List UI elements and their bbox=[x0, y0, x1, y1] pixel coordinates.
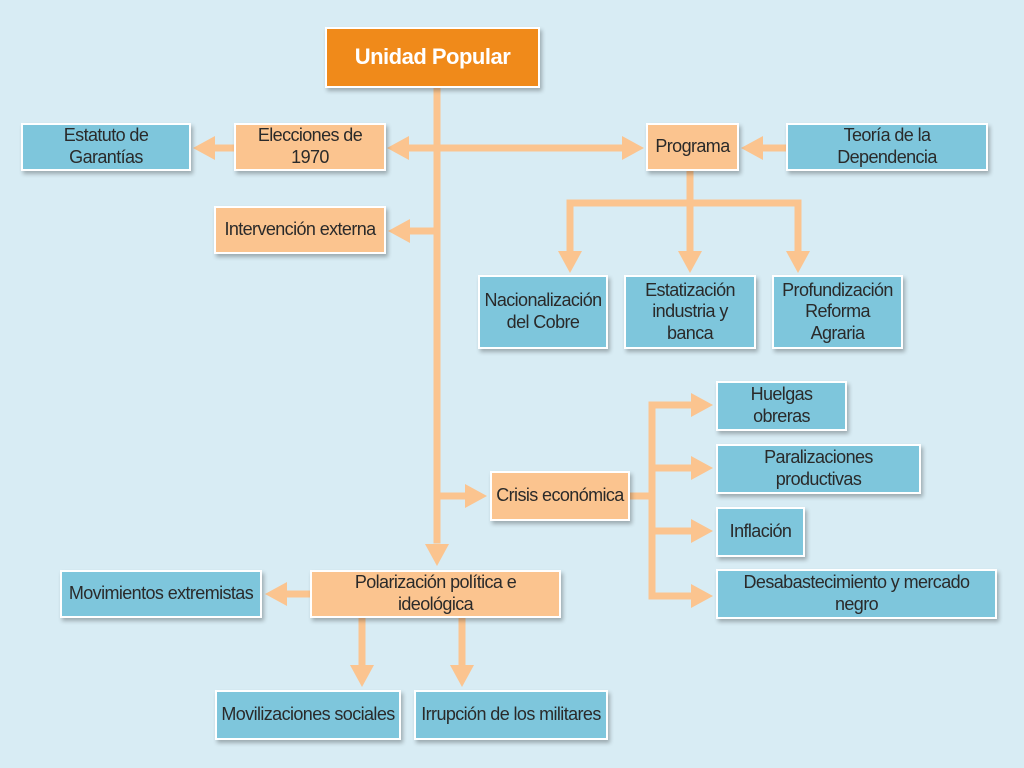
node-desabastecimiento: Desabastecimiento y mercado negro bbox=[716, 569, 997, 619]
arrowhead-to-estatuto bbox=[193, 136, 215, 160]
node-huelgas-obreras: Huelgas obreras bbox=[716, 381, 847, 431]
node-estatizacion-industria: Estatización industria y banca bbox=[624, 275, 756, 349]
node-unidad-popular: Unidad Popular bbox=[325, 27, 540, 88]
arrowhead-to-profundizacion bbox=[786, 251, 810, 273]
arrowhead-to-estatizacion bbox=[678, 251, 702, 273]
node-nacionalizacion-cobre: Nacionalización del Cobre bbox=[478, 275, 608, 349]
node-inflacion: Inflación bbox=[716, 507, 805, 557]
arrowhead-to-crisis bbox=[465, 484, 487, 508]
node-teoria-dependencia: Teoría de la Dependencia bbox=[786, 123, 988, 171]
arrowhead-to-elecciones bbox=[387, 136, 409, 160]
node-intervencion-externa: Intervención externa bbox=[214, 206, 386, 254]
node-movilizaciones-sociales: Movilizaciones sociales bbox=[215, 690, 401, 740]
node-estatuto-garantias: Estatuto de Garantías bbox=[21, 123, 191, 171]
node-movimientos-extremistas: Movimientos extremistas bbox=[60, 570, 262, 618]
node-profundizacion-reforma: Profundización Reforma Agraria bbox=[772, 275, 903, 349]
arrowhead-to-inflacion bbox=[691, 519, 713, 543]
arrowhead-to-polarizacion bbox=[425, 544, 449, 566]
node-elecciones-1970: Elecciones de 1970 bbox=[234, 123, 386, 171]
arrowhead-to-huelgas bbox=[691, 393, 713, 417]
arrowhead-from-teoria bbox=[741, 136, 763, 160]
node-programa: Programa bbox=[646, 123, 739, 171]
node-paralizaciones-productivas: Paralizaciones productivas bbox=[716, 444, 921, 494]
node-polarizacion: Polarización política e ideológica bbox=[310, 570, 561, 618]
arrowhead-to-nacionalizacion bbox=[558, 251, 582, 273]
arrowhead-to-programa bbox=[622, 136, 644, 160]
arrowhead-to-movilizaciones bbox=[350, 665, 374, 687]
node-irrupcion-militares: Irrupción de los militares bbox=[414, 690, 608, 740]
arrowhead-to-irrupcion bbox=[450, 665, 474, 687]
arrowhead-to-movimientos bbox=[265, 582, 287, 606]
arrowhead-to-desabastecimiento bbox=[691, 584, 713, 608]
node-crisis-economica: Crisis económica bbox=[490, 471, 630, 521]
arrowhead-to-intervencion bbox=[388, 219, 410, 243]
arrowhead-to-paralizaciones bbox=[691, 456, 713, 480]
